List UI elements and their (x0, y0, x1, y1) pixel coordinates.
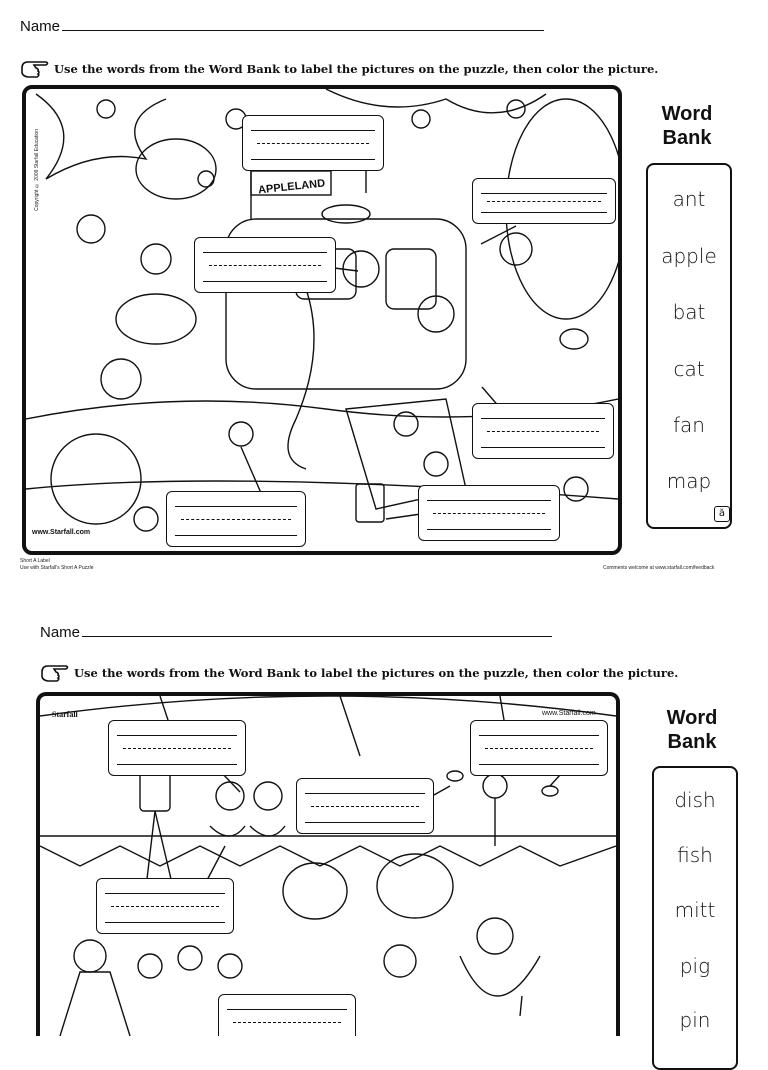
word-item: fan (673, 413, 705, 437)
pointing-hand-icon (21, 61, 49, 78)
word-item: mitt (674, 898, 716, 922)
word-bank-list: ant apple bat cat fan map (646, 163, 732, 529)
answer-box-5[interactable] (166, 491, 306, 547)
answer-box-6[interactable] (418, 485, 560, 541)
name-line (82, 636, 552, 637)
instruction: Use the words from the Word Bank to labe… (20, 58, 658, 80)
word-item: cat (673, 357, 705, 381)
answer-box-4[interactable] (472, 403, 614, 459)
word-item: bat (672, 300, 706, 324)
footer-left-2: Use with Starfall's Short A Puzzle (20, 565, 94, 571)
answer-box-4[interactable] (96, 878, 234, 934)
worksheet-1: Name Use the words from the Word Bank to… (20, 18, 732, 571)
answer-box-1[interactable] (108, 720, 246, 776)
word-item: dish (674, 788, 716, 812)
answer-box-3[interactable] (194, 237, 336, 293)
name-label: Name (40, 624, 81, 641)
puzzle-picture: Starfall www.Starfall.com (36, 692, 620, 1036)
instruction-text: Use the words from the Word Bank to labe… (74, 666, 679, 680)
answer-box-3[interactable] (296, 778, 434, 834)
name-line (62, 30, 544, 31)
brand-right: www.Starfall.com (542, 710, 596, 717)
answer-box-5[interactable] (218, 994, 356, 1036)
word-item: fish (677, 843, 713, 867)
word-item: map (666, 469, 712, 493)
name-label: Name (20, 18, 61, 35)
word-item: apple (661, 244, 717, 268)
instruction: Use the words from the Word Bank to labe… (40, 662, 678, 684)
puzzle-picture: APPLELAND www.Starfall.com Copyright © 2… (22, 85, 622, 555)
pointing-hand-icon (41, 665, 69, 682)
instruction-text: Use the words from the Word Bank to labe… (54, 62, 659, 76)
site-logo: www.Starfall.com (32, 529, 91, 536)
word-item: pin (679, 1008, 711, 1032)
answer-box-1[interactable] (242, 115, 384, 171)
footer-left-1: Short A Label (20, 558, 50, 564)
answer-box-2[interactable] (470, 720, 608, 776)
word-bank-title: Word Bank (666, 707, 718, 753)
word-bank-list: dish fish mitt pig pin (652, 766, 738, 1070)
word-bank-title: Word Bank (661, 103, 713, 149)
worksheet-2: Name Use the words from the Word Bank to… (0, 610, 768, 1070)
appleland-illustration (26, 89, 618, 532)
copyright: Copyright © 2009 Starfall Education (34, 129, 40, 211)
brand-left: Starfall (52, 710, 78, 719)
word-item: pig (679, 954, 711, 978)
answer-box-2[interactable] (472, 178, 616, 224)
word-item: ant (672, 187, 706, 211)
footer-right: Comments welcome at www.starfall.com/fee… (603, 565, 715, 571)
short-a-badge: ă (714, 506, 730, 522)
